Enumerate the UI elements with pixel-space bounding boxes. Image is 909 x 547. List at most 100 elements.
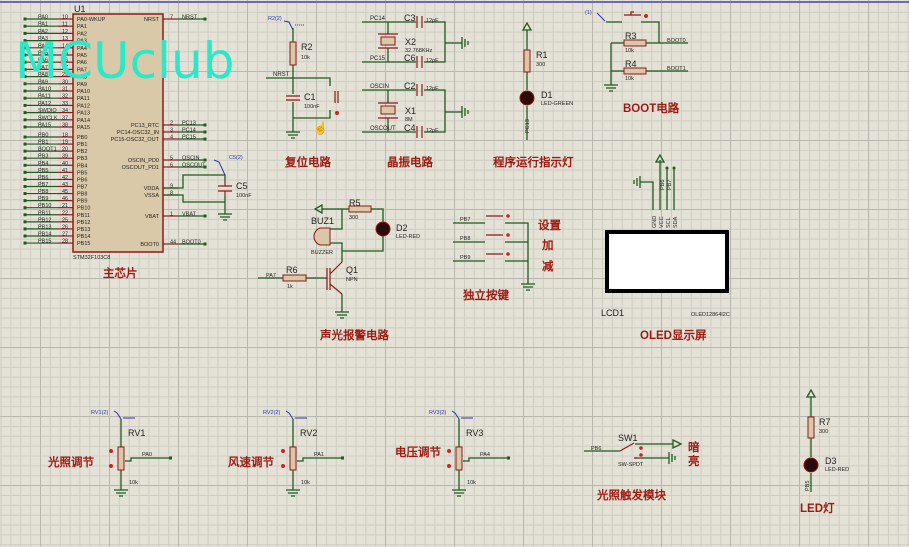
net-label: PA6 bbox=[38, 58, 48, 64]
pin-terminal[interactable] bbox=[23, 75, 27, 79]
led-d3[interactable] bbox=[803, 457, 819, 473]
pin-terminal[interactable] bbox=[23, 135, 27, 139]
watermark-logo: MCUclub bbox=[15, 32, 234, 90]
pin-terminal[interactable] bbox=[203, 123, 207, 127]
pin-terminal[interactable] bbox=[23, 163, 27, 167]
pin-terminal[interactable] bbox=[23, 53, 27, 57]
pin-terminal[interactable] bbox=[203, 130, 207, 134]
mcu-body[interactable] bbox=[72, 13, 164, 253]
pin-terminal[interactable] bbox=[23, 142, 27, 146]
pin-number: 44 bbox=[170, 240, 176, 246]
pin-terminal[interactable] bbox=[203, 137, 207, 141]
transistor-q1[interactable] bbox=[326, 261, 343, 295]
pin-terminal[interactable] bbox=[23, 118, 27, 122]
pin-terminal[interactable] bbox=[23, 206, 27, 210]
pin-terminal[interactable] bbox=[23, 170, 27, 174]
d1-value: LED-GREEN bbox=[541, 101, 573, 107]
resistor-r5[interactable] bbox=[348, 205, 372, 213]
pin-terminal[interactable] bbox=[203, 214, 207, 218]
pin-terminal[interactable] bbox=[23, 213, 27, 217]
pin-terminal[interactable] bbox=[23, 199, 27, 203]
pot-body[interactable] bbox=[289, 446, 297, 471]
pot-down-button[interactable] bbox=[109, 464, 113, 468]
pin-terminal[interactable] bbox=[23, 220, 27, 224]
pin-terminal[interactable] bbox=[23, 125, 27, 129]
pot-up-button[interactable] bbox=[447, 449, 451, 453]
pin-terminal[interactable] bbox=[23, 241, 27, 245]
net-label: PB15 bbox=[38, 239, 51, 245]
indicator-circuit[interactable]: R1 300 D1 LED-GREEN PC13 程序运行指示灯 bbox=[493, 21, 574, 169]
resistor-r4[interactable] bbox=[623, 67, 647, 75]
pin-terminal[interactable] bbox=[203, 242, 207, 246]
net-label: PC14 bbox=[370, 16, 386, 22]
crystal-circuit[interactable]: PC14 PC15 OSCIN OSCOUT C3 C6 C2 C4 12pF … bbox=[362, 13, 469, 169]
pin-terminal[interactable] bbox=[23, 184, 27, 188]
alarm-circuit[interactable]: R5 300 D2 LED-RED BUZ1 BUZZER Q1 NPN R6 … bbox=[258, 198, 420, 342]
switch-sw1[interactable] bbox=[619, 442, 637, 459]
pin-terminal[interactable] bbox=[23, 227, 27, 231]
pin-terminal[interactable] bbox=[203, 158, 207, 162]
pin-terminal[interactable] bbox=[23, 96, 27, 100]
pin-terminal[interactable] bbox=[23, 31, 27, 35]
pot-body[interactable] bbox=[117, 446, 125, 471]
pin-terminal[interactable] bbox=[23, 46, 27, 50]
resistor-r3[interactable] bbox=[623, 39, 647, 47]
pin-terminal[interactable] bbox=[23, 234, 27, 238]
pin-terminal[interactable] bbox=[23, 39, 27, 43]
pot-up-button[interactable] bbox=[281, 449, 285, 453]
pot-up-button[interactable] bbox=[109, 449, 113, 453]
pin-terminal[interactable] bbox=[23, 89, 27, 93]
pin-terminal[interactable] bbox=[23, 60, 27, 64]
led-circuit[interactable]: R7 300 D3 LED-RED PB5 LED灯 bbox=[800, 388, 849, 515]
boot-circuit[interactable]: (1) R3 10k R4 10k BOOT0 BOOT1 BOOT电路 bbox=[585, 10, 688, 115]
pin-terminal[interactable] bbox=[23, 156, 27, 160]
pot-down-button[interactable] bbox=[281, 464, 285, 468]
oled-display[interactable]: PB6 PB7 GND VCC SCL SDA LCD1 OLED12864I2… bbox=[601, 153, 730, 342]
keys-circuit[interactable]: PB7 PB8 PB9 设置 加 减 独立按键 bbox=[453, 214, 561, 302]
crystal-x1[interactable] bbox=[380, 105, 396, 115]
resistor-r1[interactable] bbox=[523, 49, 531, 73]
pin-terminal[interactable] bbox=[203, 17, 207, 21]
d3-ref: D3 bbox=[825, 456, 837, 466]
pin-terminal[interactable] bbox=[203, 165, 207, 169]
pin-terminal[interactable] bbox=[23, 67, 27, 71]
r2-ref: R2 bbox=[301, 42, 313, 52]
led-d1[interactable] bbox=[519, 90, 535, 106]
sw1-ref: SW1 bbox=[618, 433, 638, 443]
resistor-r6[interactable] bbox=[282, 274, 307, 282]
pin-terminal[interactable] bbox=[23, 17, 27, 21]
capacitor-c1[interactable] bbox=[286, 95, 300, 101]
reset-circuit[interactable]: R2(2) R2 10k NRST C1 100nF ☝ 复位电路 bbox=[266, 16, 339, 169]
net-label: PC15 bbox=[182, 135, 196, 141]
pin-name: PA8 bbox=[77, 75, 87, 81]
reset-button[interactable] bbox=[334, 91, 339, 103]
pin-terminal[interactable] bbox=[23, 192, 27, 196]
c6-value: 12pF bbox=[426, 58, 439, 64]
buzzer-buz1[interactable] bbox=[313, 227, 331, 246]
pin-number: 2 bbox=[170, 121, 173, 127]
pin-terminal[interactable] bbox=[23, 82, 27, 86]
pin-terminal[interactable] bbox=[23, 111, 27, 115]
pin-terminal[interactable] bbox=[23, 149, 27, 153]
crystal-x2[interactable] bbox=[380, 36, 396, 46]
led-d2[interactable] bbox=[375, 221, 391, 237]
light-trigger-circuit[interactable]: PB6 SW1 SW-SPDT 暗 亮 光照触发模块 bbox=[584, 433, 700, 502]
pot-ref: RV1 bbox=[128, 428, 145, 438]
pot-down-button[interactable] bbox=[447, 464, 451, 468]
pin-terminal[interactable] bbox=[23, 177, 27, 181]
net-label: PB13 bbox=[38, 224, 51, 230]
pot-body[interactable] bbox=[455, 446, 463, 471]
boot-button[interactable] bbox=[624, 11, 641, 16]
pin-terminal[interactable] bbox=[23, 103, 27, 107]
resistor-r2[interactable] bbox=[289, 41, 297, 66]
pin-terminal[interactable] bbox=[23, 24, 27, 28]
key-buttons[interactable] bbox=[486, 215, 503, 255]
net-label: PA0 bbox=[38, 15, 48, 21]
capacitor-c5[interactable]: C5(2) C5 100nF bbox=[163, 155, 252, 221]
resistor-r7[interactable] bbox=[807, 416, 815, 439]
